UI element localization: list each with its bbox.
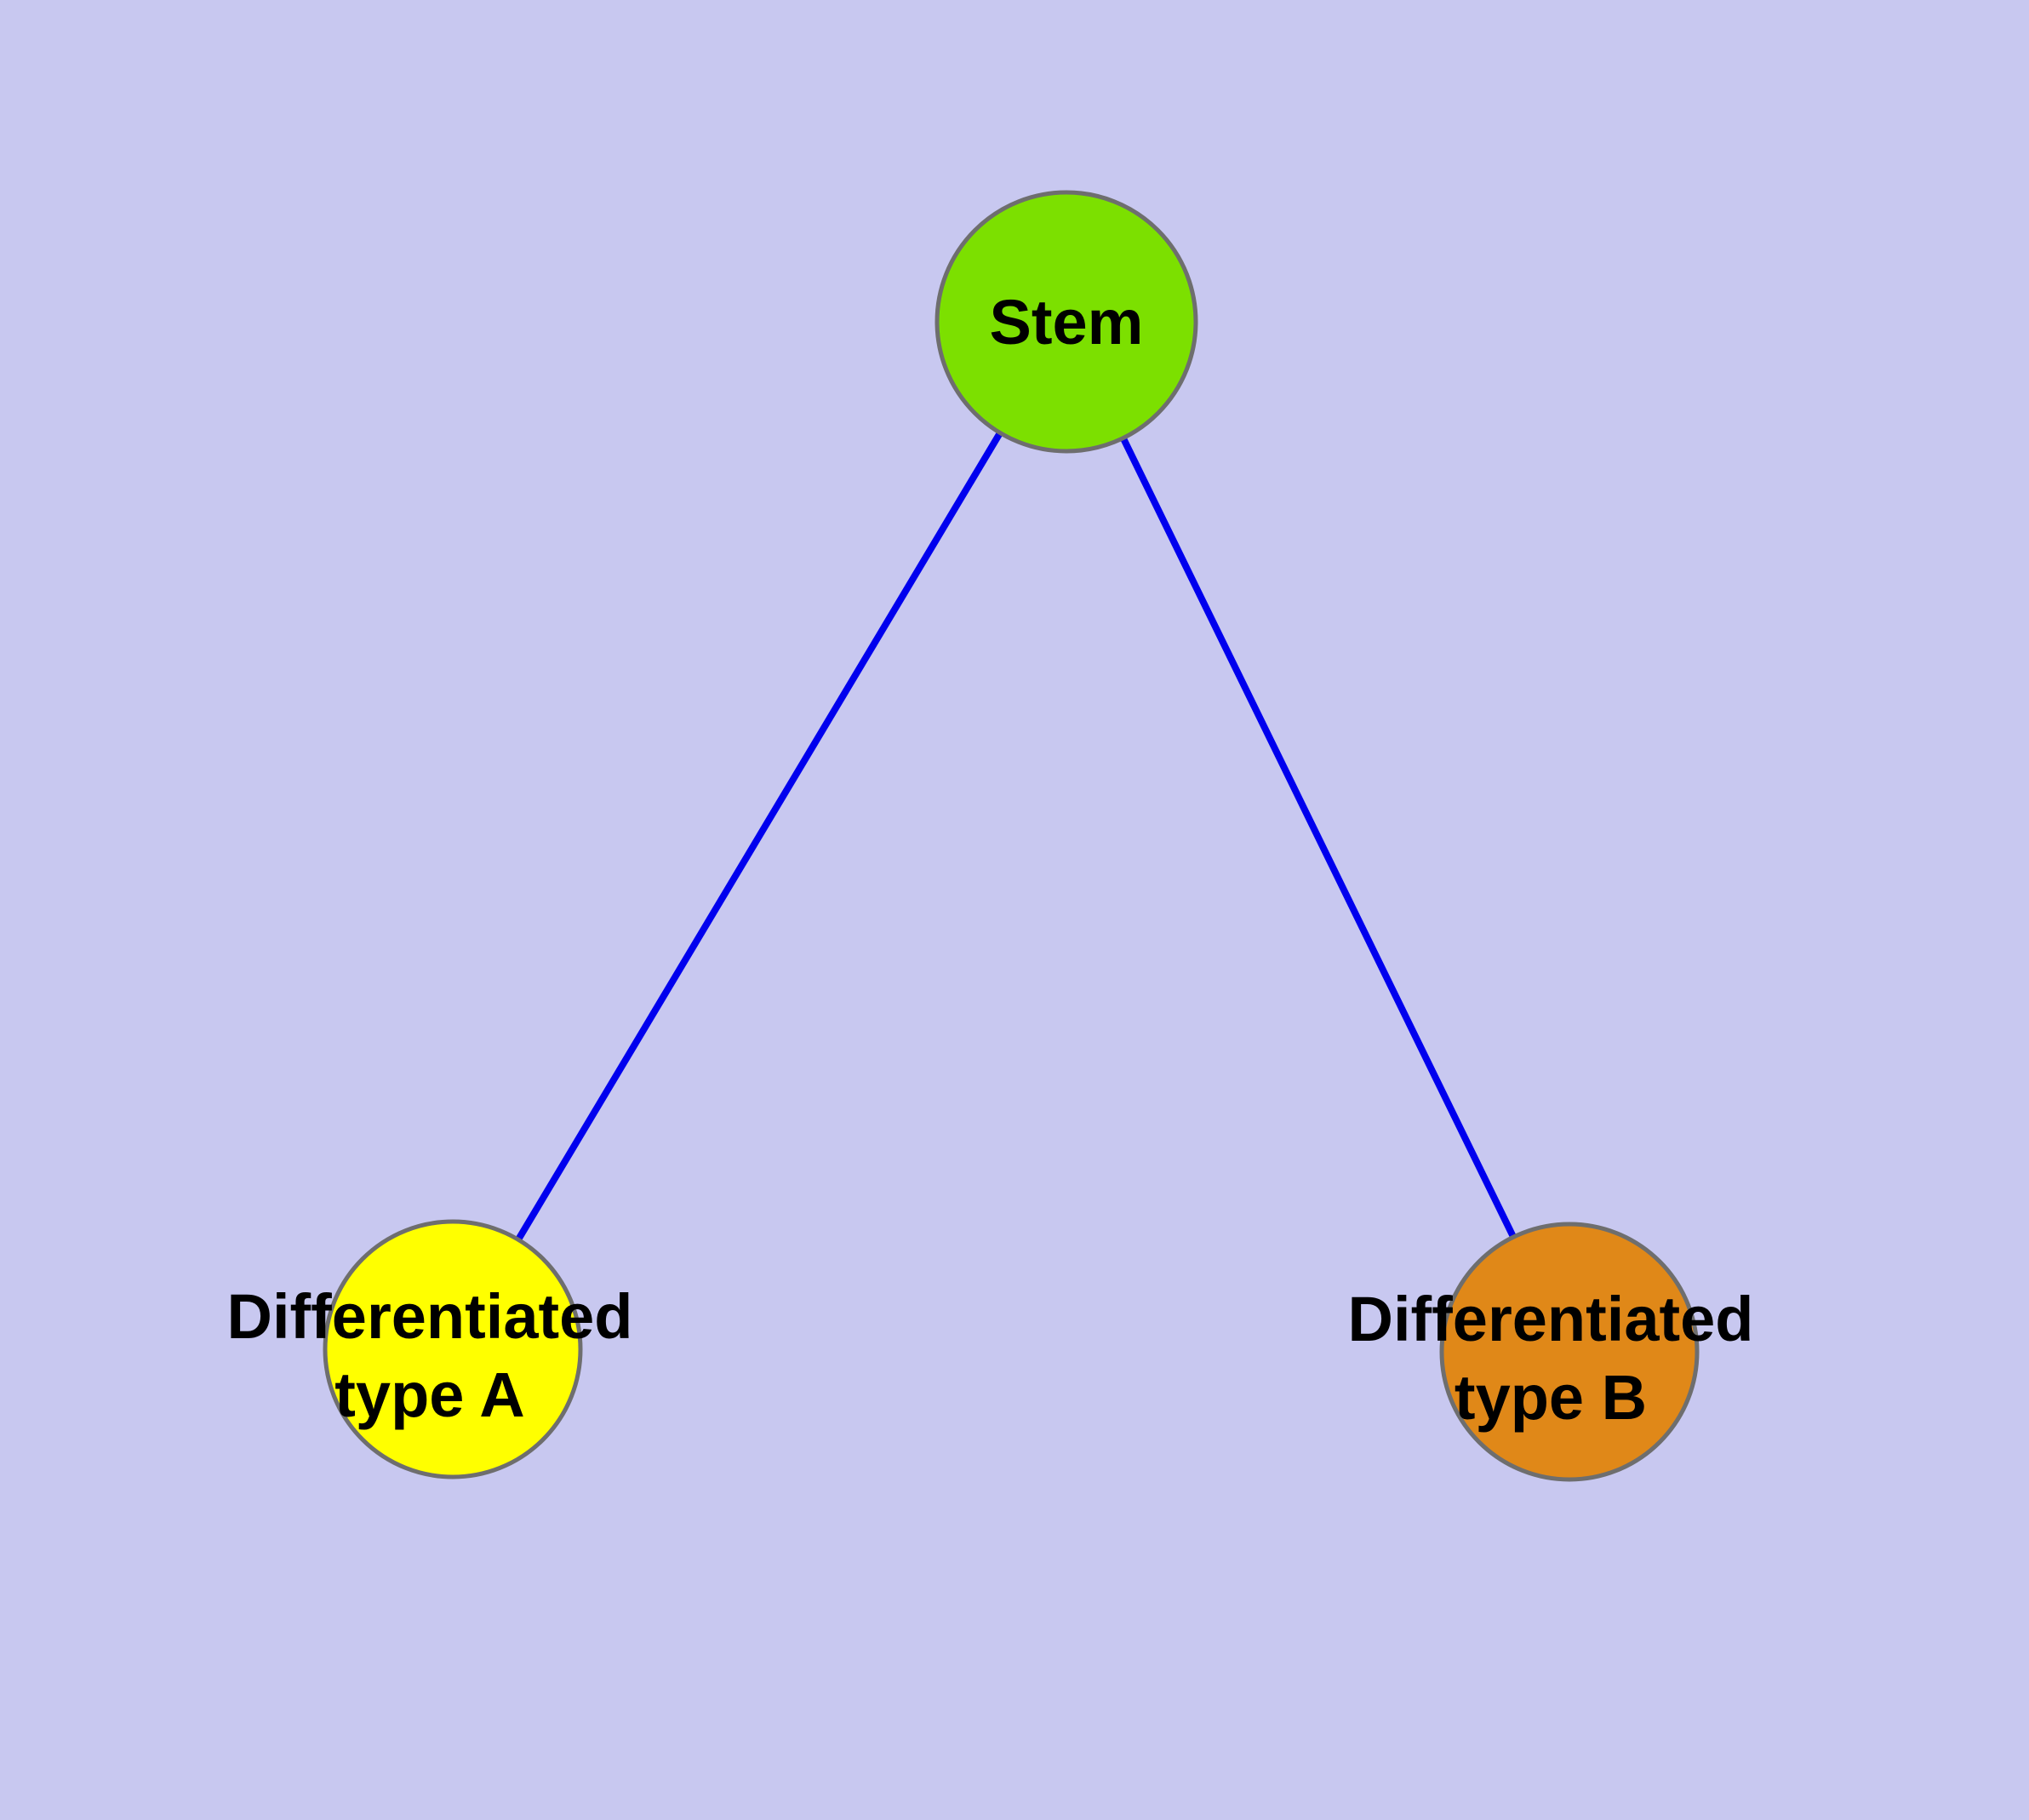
edge-stem-to-type-a [449,319,1070,1352]
stem-node-label: Stem [990,287,1144,358]
type-b-node [1439,1222,1700,1482]
type-b-label-line1: Differentiated [1348,1284,1754,1354]
type-a-label-line2: type A [334,1359,524,1430]
type-a-label-line1: Differentiated [227,1281,633,1352]
stem-node [934,190,1198,454]
type-a-node [323,1219,583,1479]
edge-stem-to-type-b [1063,320,1573,1354]
type-b-label-line2: type B [1455,1362,1647,1433]
